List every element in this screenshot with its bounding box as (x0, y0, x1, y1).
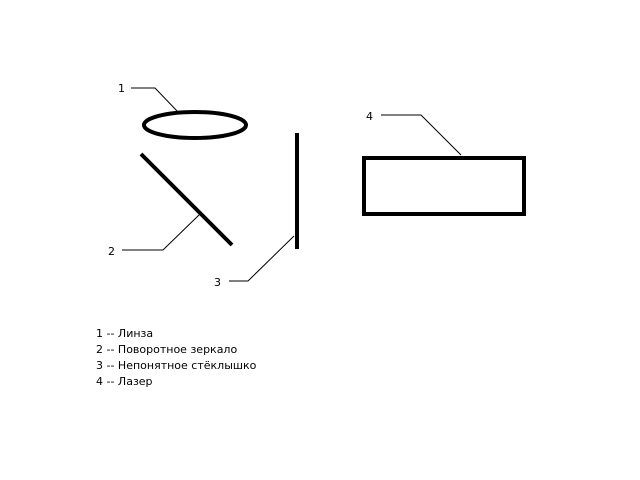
mirror-callout-number: 2 (108, 245, 115, 258)
legend-item-glass: 3 -- Непонятное стёклышко (96, 359, 257, 372)
glass-leader-line (229, 235, 295, 282)
legend-item-mirror: 2 -- Поворотное зеркало (96, 343, 238, 356)
laser-shape (362, 156, 526, 216)
mirror-leader-line (122, 213, 201, 251)
lens-callout-number: 1 (118, 82, 125, 95)
glass-callout-number: 3 (214, 276, 221, 289)
lens-shape (142, 110, 248, 140)
legend-item-laser: 4 -- Лазер (96, 375, 153, 388)
laser-callout-number: 4 (366, 110, 373, 123)
rotating-mirror-shape (139, 152, 234, 247)
lens-leader-line (131, 87, 179, 113)
laser-leader-line (381, 114, 462, 156)
legend: 1 -- Линза 2 -- Поворотное зеркало 3 -- … (96, 326, 256, 390)
legend-item-lens: 1 -- Линза (96, 327, 154, 340)
